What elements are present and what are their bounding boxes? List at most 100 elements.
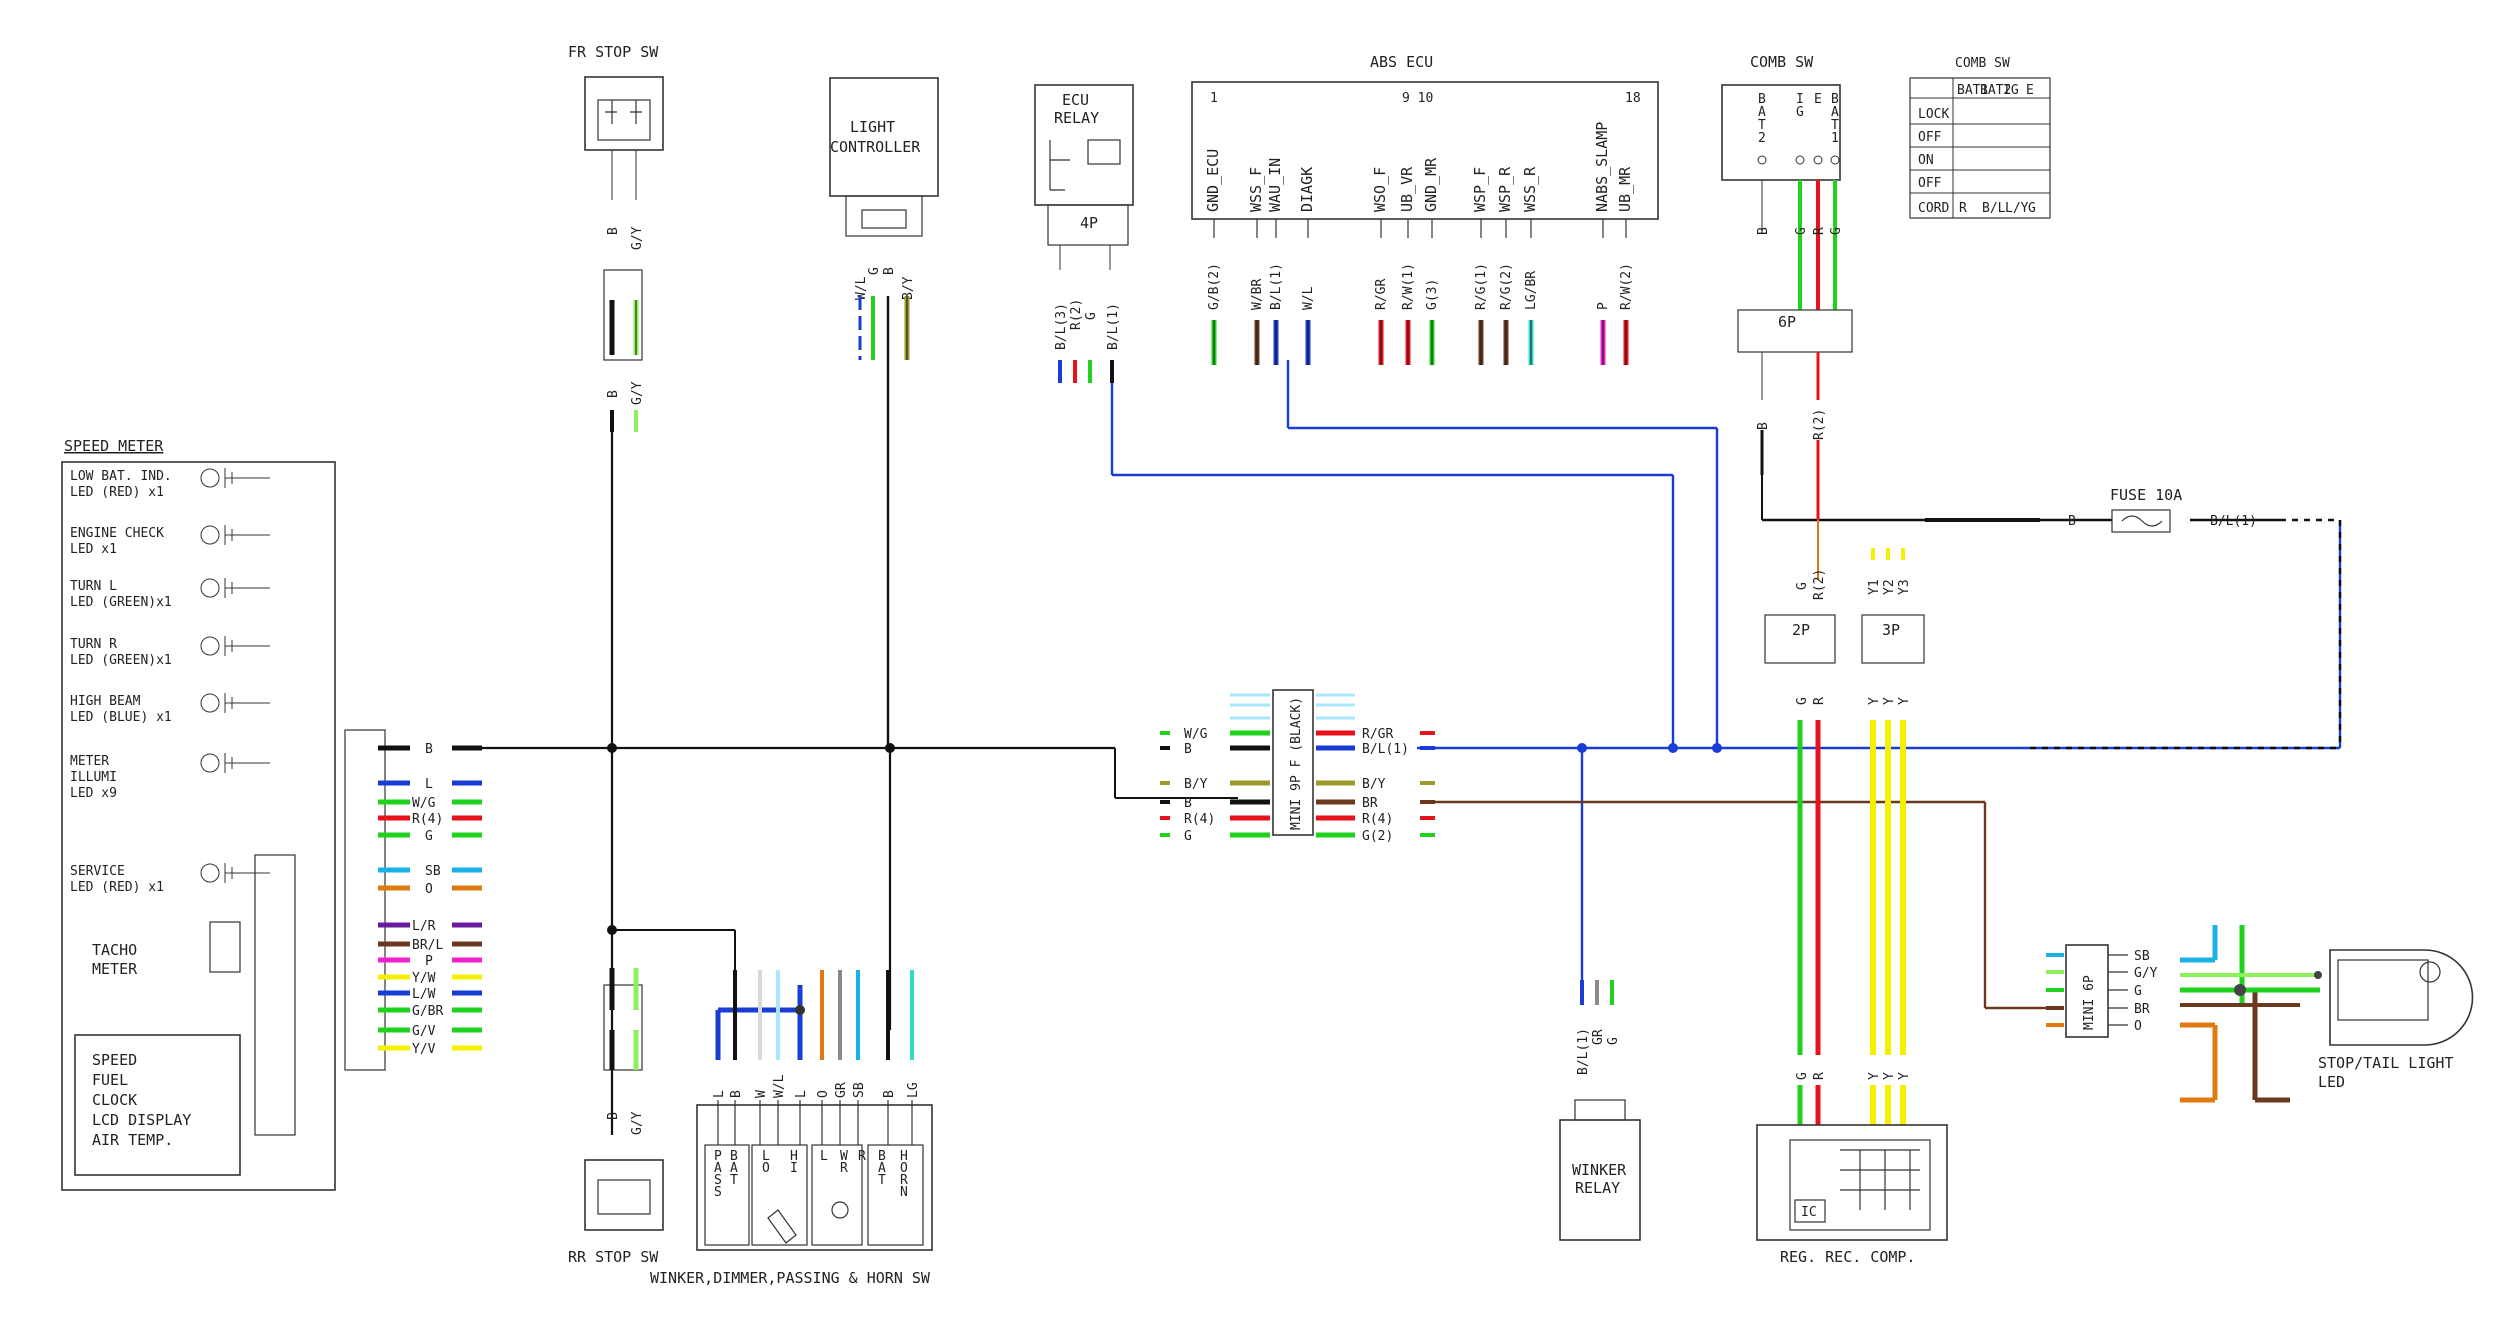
comb-col-e: E	[2026, 83, 2034, 98]
mini9p-left-3: B	[1160, 796, 1270, 811]
meter-wire-12: G/BR	[378, 1004, 482, 1019]
abs-pin-ub-vr: UB_VR	[1398, 166, 1416, 212]
comb-col-bat1: BAT1	[1957, 83, 1988, 98]
meter-led-text: LED (GREEN)x1	[70, 653, 172, 668]
m6-label: O	[2134, 1019, 2142, 1034]
handle-inner-char: B	[878, 1149, 886, 1164]
handle-inner-char: R	[840, 1161, 848, 1176]
led-lead	[224, 468, 270, 488]
m9-left-label: B	[1184, 742, 1192, 757]
meter-wire-5: SB	[378, 864, 482, 879]
meter-wire-label: L/R	[412, 919, 436, 934]
comb-6p-label: 6P	[1778, 313, 1796, 331]
m9-right-label: R/GR	[1362, 727, 1393, 742]
meter-wire-label: W/G	[412, 796, 436, 811]
comb-footer-0: CORD	[1918, 201, 1949, 216]
abs-pin-wsp-r: WSP_R	[1496, 166, 1514, 212]
reg-rec-label: REG. REC. COMP.	[1780, 1248, 1915, 1266]
led-icon	[200, 636, 220, 656]
light-controller-label-1: LIGHT	[850, 118, 895, 136]
handle-inner-char: T	[730, 1173, 738, 1188]
handle-inner-char: O	[762, 1161, 770, 1176]
fuse-in-label: B	[2068, 514, 2076, 529]
meter-led-text: LED (BLUE) x1	[70, 710, 172, 725]
ecu-relay: ECU RELAY 4P B/L(3) R(2) G B/L(1)	[1034, 84, 1134, 383]
conn-3p-label: 3P	[1882, 621, 1900, 639]
handle-inner-7: BAT	[878, 1149, 886, 1188]
handle-wire-0: L	[712, 1090, 727, 1098]
handle-inner-2: LO	[762, 1149, 770, 1176]
comb-pin-char: 2	[1758, 131, 1766, 146]
comb-lower-r2: R(2)	[1812, 409, 1827, 440]
handle-inner-3: HI	[790, 1149, 798, 1176]
fr-stop-switch: FR STOP SW B G/Y B G/Y	[568, 43, 664, 748]
meter-led-text: LED (RED) x1	[70, 880, 164, 895]
abs-pin-18: 18	[1625, 91, 1641, 106]
meter-led-0: LOW BAT. IND.LED (RED) x1	[70, 468, 270, 500]
junction-dot	[885, 743, 895, 753]
handle-wire-9: LG	[906, 1082, 921, 1098]
comb-pin-ig: IG	[1795, 92, 1805, 165]
lc-wire-wl: W/L	[854, 276, 869, 300]
m9-left-label: W/G	[1184, 727, 1208, 742]
led-lead	[224, 863, 270, 883]
handle-inner-char: H	[790, 1149, 798, 1164]
comb-row-3: OFF	[1918, 176, 1942, 191]
meter-wire-label: BR/L	[412, 938, 443, 953]
junction-dot	[2234, 984, 2246, 996]
abs-wire-label-10: P	[1596, 302, 1611, 310]
meter-wire-13: G/V	[378, 1024, 482, 1039]
handle-inner-0: PASS	[714, 1149, 722, 1200]
comb-row-1: OFF	[1918, 130, 1942, 145]
mini6p-label: MINI 6P	[2082, 975, 2097, 1030]
wr-wire-bl1: B/L(1)	[1576, 1028, 1591, 1075]
lc-wire-g: G	[867, 267, 882, 275]
mini9p-left-4: R(4)	[1160, 812, 1270, 827]
led-lead	[224, 753, 270, 773]
comb-lower-b: B	[1756, 422, 1771, 430]
comb-footer-2: B/L	[1982, 201, 2006, 216]
handle-inner-char: W	[840, 1149, 848, 1164]
regulator-rectifier: IC REG. REC. COMP.	[1756, 1124, 1948, 1266]
handle-inner-char: B	[730, 1149, 738, 1164]
winker-relay-label-1: WINKER	[1572, 1161, 1627, 1179]
comb-pin-terminal	[1830, 155, 1840, 165]
comb-col-bat2: BAT2	[1980, 83, 2011, 98]
comb-pin-char: T	[1758, 118, 1766, 133]
comb-pin-char: I	[1796, 92, 1804, 107]
handle-wire-6: GR	[834, 1082, 849, 1098]
abs-pin-gnd-mr: GND_MR	[1422, 157, 1440, 212]
speed-meter: SPEED METER LOW BAT. IND.LED (RED) x1ENG…	[61, 437, 482, 1191]
meter-led-text: LED x1	[70, 542, 117, 557]
handle-wire-1: B	[729, 1090, 744, 1098]
fr-stop-wire-gy2: G/Y	[630, 381, 645, 405]
mini9p-right-5: G(2)	[1316, 829, 1435, 844]
comb-pin-char: A	[1831, 105, 1839, 120]
mini9p-right-1: B/L(1)	[1316, 742, 1435, 757]
comb-pin-char: B	[1758, 92, 1766, 107]
ecu-relay-label-1: ECU	[1062, 91, 1089, 109]
meter-led-text: LED x9	[70, 786, 117, 801]
abs-wire-label-3: W/L	[1301, 286, 1316, 310]
handle-inner-char: S	[714, 1185, 722, 1200]
abs-pin-gnd-ecu: GND_ECU	[1204, 149, 1222, 212]
mini6p-wire-0: SB	[2046, 949, 2150, 964]
lcd-line-2: CLOCK	[92, 1091, 137, 1109]
abs-pin-wsp-f: WSP_F	[1471, 167, 1489, 212]
abs-pin-1: 1	[1210, 91, 1218, 106]
ecu-relay-wire-r2: R(2)	[1069, 299, 1084, 330]
comb-sw-lower-wiring	[1760, 430, 2280, 560]
handle-inner-6: R	[858, 1149, 866, 1164]
handle-inner-char: P	[714, 1149, 722, 1164]
mini9p-left-2: B/Y	[1160, 777, 1270, 792]
handle-inner-char: S	[714, 1173, 722, 1188]
mini6p-wire-1: G/Y	[2046, 966, 2158, 981]
